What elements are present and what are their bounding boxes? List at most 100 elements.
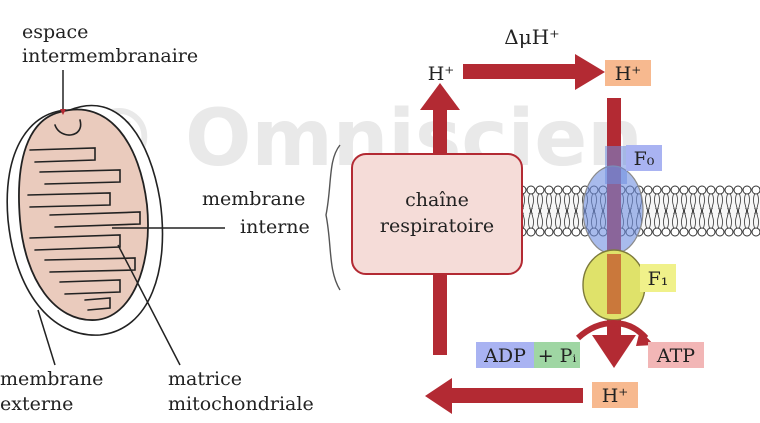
label-outer-line2: externe: [0, 393, 73, 415]
lipid-head-inner: [724, 227, 734, 237]
lipid-head-outer: [544, 185, 554, 195]
lipid-head-inner: [526, 227, 536, 237]
lipid-head-inner: [688, 227, 698, 237]
lipid-head-inner: [733, 227, 743, 237]
lipid-head-outer: [553, 185, 563, 195]
lipid-head-outer: [661, 185, 671, 195]
adp-badge: [476, 342, 534, 368]
f1-label: F₁: [648, 268, 669, 290]
proton-left-label: H⁺: [428, 63, 455, 85]
inner-membrane-shape: [18, 108, 149, 321]
lipid-head-outer: [562, 185, 572, 195]
lipid-head-inner: [661, 227, 671, 237]
lipid-head-inner: [553, 227, 563, 237]
arrow-center-down-head: [592, 335, 636, 368]
lipid-tail: [573, 207, 579, 229]
lipid-tail: [645, 207, 651, 229]
label-intermembrane-line1: espace: [22, 21, 88, 43]
lipid-head-outer: [733, 185, 743, 195]
arrow-bottom-head: [425, 378, 452, 414]
pointer-matrix: [117, 244, 181, 366]
lipid-head-outer: [670, 185, 680, 195]
atp-badge: [648, 342, 704, 368]
pi-label: + Pᵢ: [538, 345, 577, 367]
f0-label: F₀: [634, 148, 655, 170]
pi-badge: [534, 342, 580, 368]
pointer-outer-membrane: [37, 309, 56, 366]
lipid-head-outer: [724, 185, 734, 195]
f0-highlight: [605, 146, 627, 184]
label-matrix-line2: mitochondriale: [168, 393, 314, 415]
lipid-tail: [663, 207, 669, 229]
lipid-head-outer: [697, 185, 707, 195]
mitochondrion-drawing: [6, 104, 164, 336]
proton-bottom-badge: [592, 382, 638, 408]
proton-right-label: H⁺: [615, 63, 642, 85]
label-inner-line1: membrane: [202, 188, 305, 210]
lipid-head-inner: [751, 227, 760, 237]
lipid-head-outer: [679, 185, 689, 195]
lipid-tail: [681, 207, 687, 229]
lipid-head-outer: [535, 185, 545, 195]
lipid-head-outer: [742, 185, 752, 195]
f1-badge: [640, 264, 676, 292]
lipid-tail: [546, 207, 552, 229]
lipid-tail: [726, 207, 732, 229]
lipid-tail: [672, 207, 678, 229]
lipid-tail: [654, 207, 660, 229]
lipid-head-outer: [706, 185, 716, 195]
lipid-tail: [699, 207, 705, 229]
lipid-head-inner: [697, 227, 707, 237]
lipid-head-inner: [715, 227, 725, 237]
adp-label: ADP: [483, 345, 526, 367]
chain-label-line2: respiratoire: [380, 215, 494, 237]
lipid-head-outer: [688, 185, 698, 195]
lipid-head-inner: [571, 227, 581, 237]
lipid-head-inner: [706, 227, 716, 237]
delta-mu-label: ΔμH⁺: [504, 25, 559, 49]
lipid-tail: [528, 207, 534, 229]
rotor-stalk: [607, 254, 621, 314]
proton-bottom-label: H⁺: [602, 385, 629, 407]
label-inner-line2: interne: [240, 216, 310, 238]
lipid-bilayer: [517, 185, 760, 237]
proton-right-badge: [605, 60, 651, 86]
lipid-tail: [708, 207, 714, 229]
arrow-bottom-shaft: [448, 388, 583, 403]
label-matrix-line1: matrice: [168, 368, 242, 390]
chain-label-line1: chaîne: [405, 189, 469, 211]
arrow-top-head: [575, 54, 605, 90]
lipid-head-inner: [652, 227, 662, 237]
lipid-tail: [537, 207, 543, 229]
lipid-tail: [564, 207, 570, 229]
label-intermembrane-line2: intermembranaire: [22, 45, 198, 67]
lipid-tail: [735, 207, 741, 229]
lipid-tail: [753, 207, 759, 229]
atp-label: ATP: [656, 345, 695, 367]
arrow-top-shaft: [463, 64, 578, 79]
f0-badge: [626, 145, 662, 171]
lipid-head-outer: [643, 185, 653, 195]
lipid-head-inner: [670, 227, 680, 237]
arrow-left-up-head: [420, 83, 460, 110]
cristae-folds: [27, 119, 141, 311]
lipid-head-inner: [535, 227, 545, 237]
lipid-tail: [555, 207, 561, 229]
label-outer-line1: membrane: [0, 368, 103, 390]
membrane-brace: [325, 144, 341, 291]
lipid-head-outer: [652, 185, 662, 195]
lipid-head-inner: [562, 227, 572, 237]
lipid-tail: [690, 207, 696, 229]
lipid-head-outer: [571, 185, 581, 195]
lipid-head-outer: [751, 185, 760, 195]
lipid-head-inner: [643, 227, 653, 237]
lipid-tail: [717, 207, 723, 229]
lipid-head-outer: [526, 185, 536, 195]
respiratory-chain-box: [351, 153, 523, 275]
lipid-head-inner: [544, 227, 554, 237]
lipid-head-inner: [679, 227, 689, 237]
lipid-head-inner: [742, 227, 752, 237]
lipid-tail: [744, 207, 750, 229]
